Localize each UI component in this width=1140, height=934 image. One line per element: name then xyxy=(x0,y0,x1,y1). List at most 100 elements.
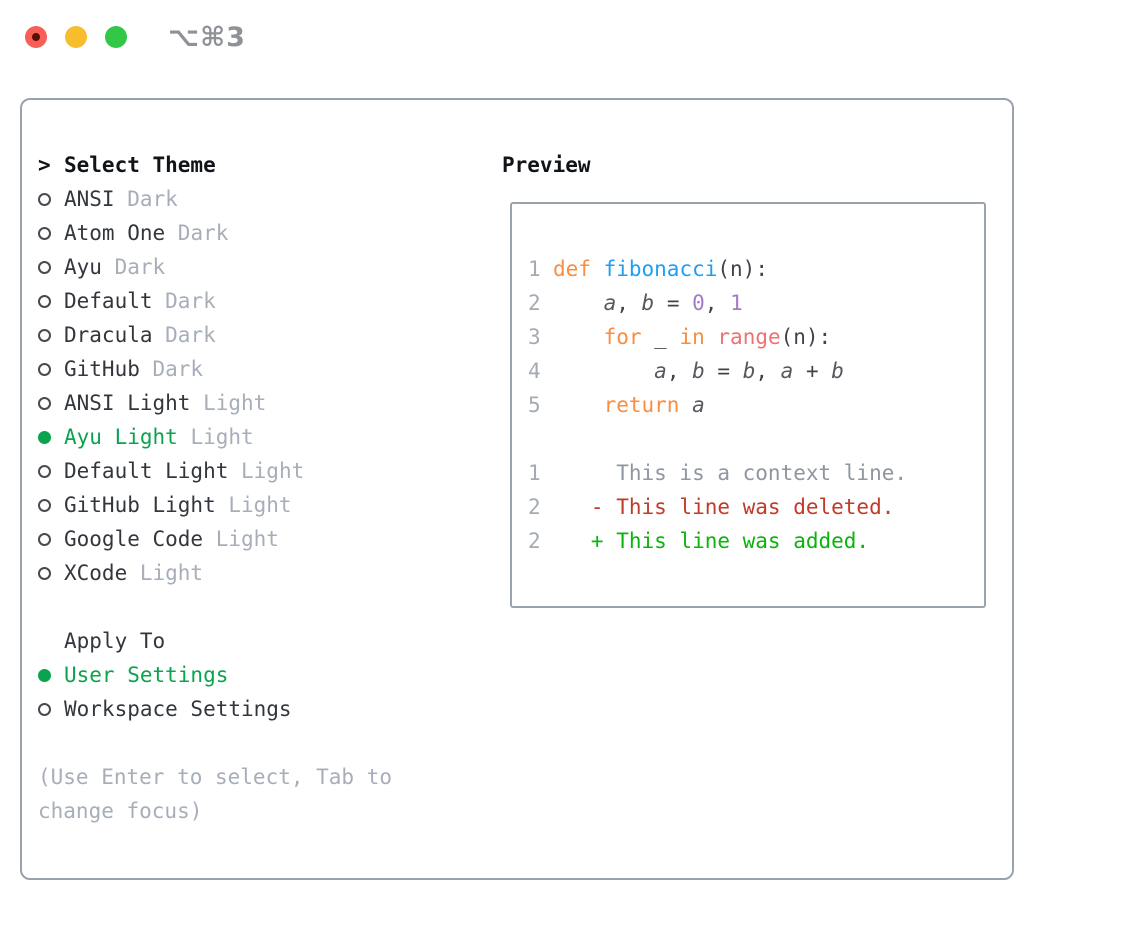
theme-option-default[interactable]: Default Dark xyxy=(38,284,392,318)
select-theme-heading: > Select Theme xyxy=(38,148,392,182)
theme-option-ansi[interactable]: ANSI Dark xyxy=(38,182,392,216)
apply-option-user-settings[interactable]: User Settings xyxy=(38,658,392,692)
code-line-4: 4 a, b = b, a + b xyxy=(528,354,984,388)
caret-icon: > xyxy=(38,153,51,177)
line-number: 2 xyxy=(528,529,541,553)
option-label: GitHub xyxy=(64,357,140,381)
radio-marker xyxy=(38,668,64,682)
code-content: a, b = b, a + b xyxy=(553,359,844,383)
option-label: Ayu xyxy=(64,255,102,279)
radio-selected-icon xyxy=(38,430,51,444)
line-number: 1 xyxy=(528,461,541,485)
radio-marker xyxy=(38,498,64,512)
radio-marker xyxy=(38,294,64,308)
theme-option-ayu[interactable]: Ayu Dark xyxy=(38,250,392,284)
radio-marker xyxy=(38,226,64,240)
theme-option-dracula[interactable]: Dracula Dark xyxy=(38,318,392,352)
spacer xyxy=(38,590,392,624)
radio-icon xyxy=(38,532,51,546)
code-content: + This line was added. xyxy=(553,529,869,553)
preview-heading: Preview xyxy=(502,148,986,182)
code-segment-plain xyxy=(705,325,718,349)
line-number: 2 xyxy=(528,495,541,519)
option-label: Dracula xyxy=(64,323,153,347)
code-segment-variable: b xyxy=(742,359,756,383)
theme-variant-label: Dark xyxy=(152,289,216,313)
code-segment-variable: a xyxy=(603,291,617,315)
line-number: 3 xyxy=(528,325,541,349)
select-theme-heading-label: Select Theme xyxy=(64,153,216,177)
code-segment-plain: , xyxy=(755,359,781,383)
traffic-lights xyxy=(25,26,127,48)
theme-option-ayu-light[interactable]: Ayu Light Light xyxy=(38,420,392,454)
cursor-marker: > xyxy=(38,153,64,177)
code-segment-plain: _ xyxy=(641,325,680,349)
code-content: return a xyxy=(553,393,705,417)
code-segment-function: fibonacci xyxy=(603,257,718,281)
theme-option-github[interactable]: GitHub Dark xyxy=(38,352,392,386)
code-segment-keyword: def xyxy=(553,257,591,281)
option-label: ANSI Light xyxy=(64,391,191,415)
line-number: 2 xyxy=(528,291,541,315)
theme-option-default-light[interactable]: Default Light Light xyxy=(38,454,392,488)
hint-line-2: change focus) xyxy=(38,794,392,828)
radio-icon xyxy=(38,192,51,206)
line-number: 4 xyxy=(528,359,541,383)
code-segment-variable: b xyxy=(831,359,844,383)
theme-variant-label: Dark xyxy=(101,255,166,279)
preview-code-box: 1 def fibonacci(n): 2 a, b = 0, 1 3 for _ i… xyxy=(510,202,986,608)
radio-marker xyxy=(38,702,64,716)
radio-icon xyxy=(38,498,51,512)
apply-to-heading: Apply To xyxy=(38,624,392,658)
radio-marker xyxy=(38,464,64,478)
hint-line-1: (Use Enter to select, Tab to xyxy=(38,760,392,794)
theme-variant-label: Dark xyxy=(152,323,216,347)
theme-variant-label: Light xyxy=(190,391,267,415)
radio-icon xyxy=(38,396,51,410)
code-line-5: 5 return a xyxy=(528,388,984,422)
code-content: for _ in range(n): xyxy=(553,325,832,349)
theme-variant-label: Light xyxy=(127,561,204,585)
radio-marker xyxy=(38,362,64,376)
title-bar: ⌥⌘3 xyxy=(0,0,1140,74)
radio-icon xyxy=(38,294,51,308)
option-label: GitHub Light xyxy=(64,493,216,517)
code-segment-plain xyxy=(591,257,604,281)
theme-variant-label: Light xyxy=(228,459,305,483)
code-segment-keyword: return xyxy=(603,393,680,417)
code-segment-plain xyxy=(553,325,604,349)
code-line-7: 1 This is a context line. xyxy=(528,456,984,490)
code-segment-number: 1 xyxy=(730,291,743,315)
radio-icon xyxy=(38,260,51,274)
code-content: a, b = 0, 1 xyxy=(553,291,743,315)
theme-variant-label: Dark xyxy=(165,221,229,245)
option-label: XCode xyxy=(64,561,128,585)
theme-option-ansi-light[interactable]: ANSI Light Light xyxy=(38,386,392,420)
radio-icon xyxy=(38,328,51,342)
hint-text-1: (Use Enter to select, Tab to xyxy=(38,765,393,789)
theme-variant-label: Light xyxy=(203,527,279,551)
theme-option-google-code[interactable]: Google Code Light xyxy=(38,522,392,556)
hint-text-2: change focus) xyxy=(38,799,203,823)
code-line-6 xyxy=(528,422,984,456)
zoom-button[interactable] xyxy=(105,26,127,48)
code-segment-plain xyxy=(553,393,604,417)
radio-marker xyxy=(38,192,64,206)
code-segment-plain: (n): xyxy=(717,257,768,281)
theme-option-github-light[interactable]: GitHub Light Light xyxy=(38,488,392,522)
radio-marker xyxy=(38,396,64,410)
minimize-button[interactable] xyxy=(65,26,87,48)
option-label: Default xyxy=(64,289,153,313)
preview-heading-label: Preview xyxy=(502,153,591,177)
close-button[interactable] xyxy=(25,26,47,48)
theme-option-xcode[interactable]: XCode Light xyxy=(38,556,392,590)
option-label: Ayu Light xyxy=(64,425,178,449)
code-content: def fibonacci(n): xyxy=(553,257,768,281)
theme-option-atom-one[interactable]: Atom One Dark xyxy=(38,216,392,250)
apply-option-workspace-settings[interactable]: Workspace Settings xyxy=(38,692,392,726)
radio-marker xyxy=(38,430,64,444)
